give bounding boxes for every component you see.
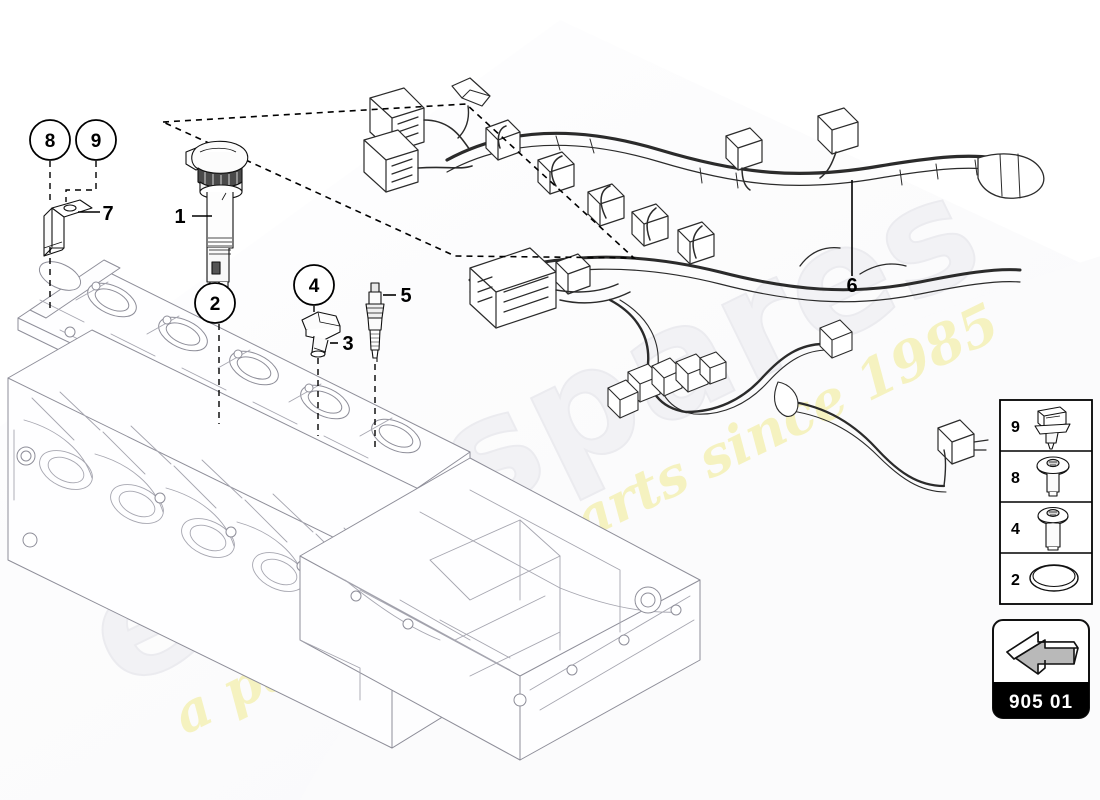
part-number-text: 905 01 (1009, 692, 1073, 713)
callout-6-label: 6 (846, 275, 857, 297)
arrow-left-3d-icon (1006, 631, 1079, 675)
callouts: 8 9 7 1 2 4 3 5 6 (29, 119, 858, 355)
legend-row-2-number: 2 (1011, 572, 1020, 589)
leader-lines (49, 161, 376, 452)
o-ring-seal-icon (1029, 564, 1079, 592)
callout-2[interactable]: 2 (194, 282, 236, 324)
callout-8-label: 8 (45, 131, 56, 152)
callout-2-label: 2 (210, 294, 221, 315)
legend-row-8-number: 8 (1011, 470, 1020, 487)
push-clip-fastener-icon (1034, 406, 1071, 450)
callout-9[interactable]: 9 (75, 119, 117, 161)
legend-row-4-number: 4 (1011, 521, 1020, 538)
callout-8[interactable]: 8 (29, 119, 71, 161)
pointer-lines (78, 180, 853, 344)
callout-7-label: 7 (102, 203, 113, 225)
callout-3-label: 3 (342, 333, 353, 355)
legend-row-8[interactable]: 8 (1011, 456, 1070, 497)
long-flange-bolt-icon (1037, 506, 1069, 551)
camshaft-position-sensor (301, 311, 341, 358)
legend-row-9-number: 9 (1011, 419, 1020, 436)
legend-row-9[interactable]: 9 (1011, 406, 1071, 450)
callout-4-label: 4 (309, 276, 320, 297)
legend-row-4[interactable]: 4 (1011, 506, 1069, 551)
callout-4[interactable]: 4 (293, 264, 335, 306)
flange-head-screw-icon (1036, 456, 1070, 497)
callout-1-label: 1 (174, 206, 185, 228)
mounting-bracket (43, 199, 93, 257)
callout-5-label: 5 (400, 285, 411, 307)
spark-plug (365, 282, 385, 362)
callout-9-label: 9 (91, 131, 102, 152)
legend-row-2[interactable]: 2 (1011, 564, 1079, 592)
selection-outline (162, 103, 637, 259)
